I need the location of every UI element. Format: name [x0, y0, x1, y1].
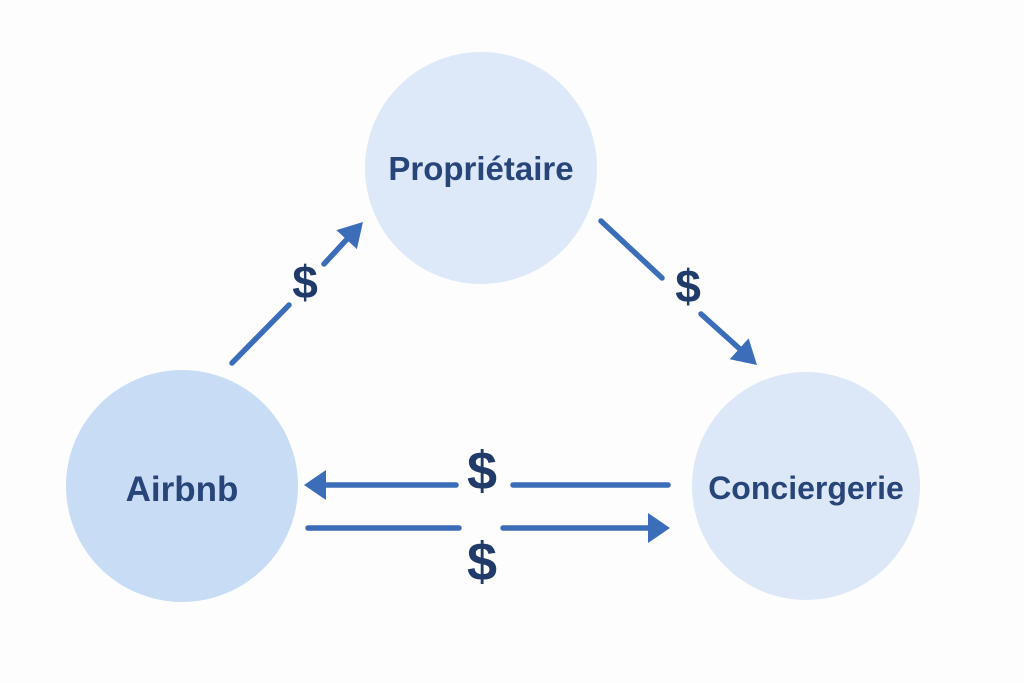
edge-proprietaire-to-conciergerie-segment-upper: [598, 218, 665, 281]
money-label-airbnb-to-conciergerie: $: [467, 532, 497, 592]
node-proprietaire: [365, 52, 597, 284]
node-conciergerie-label: Conciergerie: [708, 470, 904, 506]
arrowhead-right-icon: [648, 513, 670, 543]
edge-airbnb-to-proprietaire-segment-upper: [321, 234, 352, 267]
arrowhead-left-icon: [304, 470, 326, 500]
edge-proprietaire-to-conciergerie-segment-lower: [698, 311, 744, 353]
arrowhead-down-right-icon: [729, 338, 757, 365]
node-proprietaire-label: Propriétaire: [388, 150, 573, 187]
edge-airbnb-to-proprietaire-segment-lower: [229, 302, 292, 366]
arrowhead-up-right-icon: [336, 222, 363, 250]
money-label-conciergerie-to-airbnb: $: [467, 441, 497, 501]
money-label-proprietaire-to-conciergerie: $: [675, 260, 701, 312]
node-conciergerie: [692, 372, 920, 600]
node-airbnb-label: Airbnb: [126, 470, 239, 509]
money-label-airbnb-to-proprietaire: $: [292, 256, 318, 308]
node-airbnb: [66, 370, 298, 602]
